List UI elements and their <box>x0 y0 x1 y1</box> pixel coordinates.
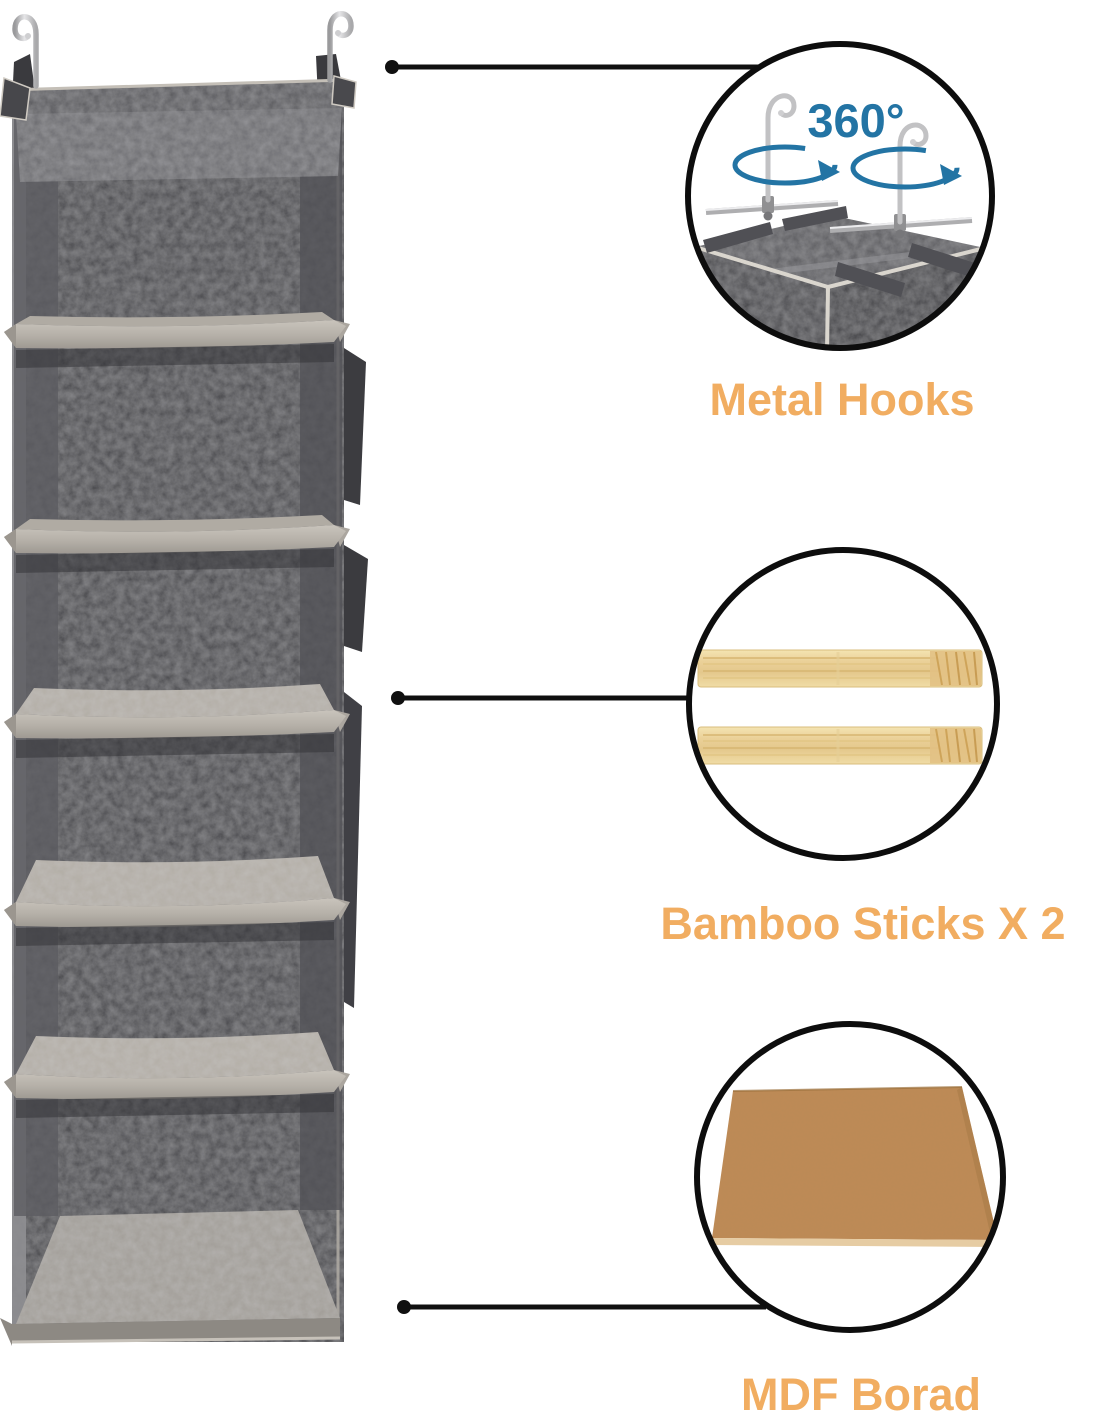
side-pocket <box>344 692 362 1008</box>
metal-hook-icon <box>12 14 39 89</box>
organizer-shelf <box>4 515 350 573</box>
organizer-bottom <box>0 1210 341 1346</box>
mdf-board <box>711 1086 998 1247</box>
rotation-arrow-icon <box>850 146 962 190</box>
callout-circle-bamboo <box>689 550 997 858</box>
organizer-top-rim <box>0 75 357 121</box>
organizer-shelf <box>4 856 350 946</box>
metal-hook-icon <box>327 11 354 83</box>
callout-ring-bamboo <box>686 547 1000 861</box>
swivel-hook-icon <box>897 122 929 225</box>
metal-hooks-label: Metal Hooks <box>709 374 975 425</box>
bamboo-stick <box>696 725 984 766</box>
callout-ring-mdf <box>694 1021 1006 1333</box>
organizer-shelf <box>4 684 350 758</box>
metal-hooks-closeup <box>694 93 990 348</box>
rotation-degree-label: 360° <box>807 94 904 147</box>
leader-dot <box>391 691 405 705</box>
callout-ring-metal-hooks <box>685 41 995 351</box>
leader-dot <box>385 60 399 74</box>
callout-line-mdf-board <box>397 1300 766 1314</box>
bamboo-sticks-label: Bamboo Sticks X 2 <box>660 898 1066 949</box>
bamboo-stick <box>696 648 984 689</box>
rotation-arrow-icon <box>732 144 840 186</box>
organizer-shelf <box>4 1032 350 1118</box>
hanger-bar <box>705 196 839 221</box>
hanging-organizer-photo <box>0 11 368 1346</box>
callout-line-metal-hooks <box>385 60 758 74</box>
callout-line-bamboo-sticks <box>391 691 692 705</box>
leader-dot <box>397 1300 411 1314</box>
mdf-board-label: MDF Borad <box>741 1369 981 1417</box>
side-pocket <box>344 348 366 505</box>
swivel-hook-icon <box>765 93 797 203</box>
organizer-shelf <box>4 312 350 368</box>
side-pocket <box>344 545 368 652</box>
